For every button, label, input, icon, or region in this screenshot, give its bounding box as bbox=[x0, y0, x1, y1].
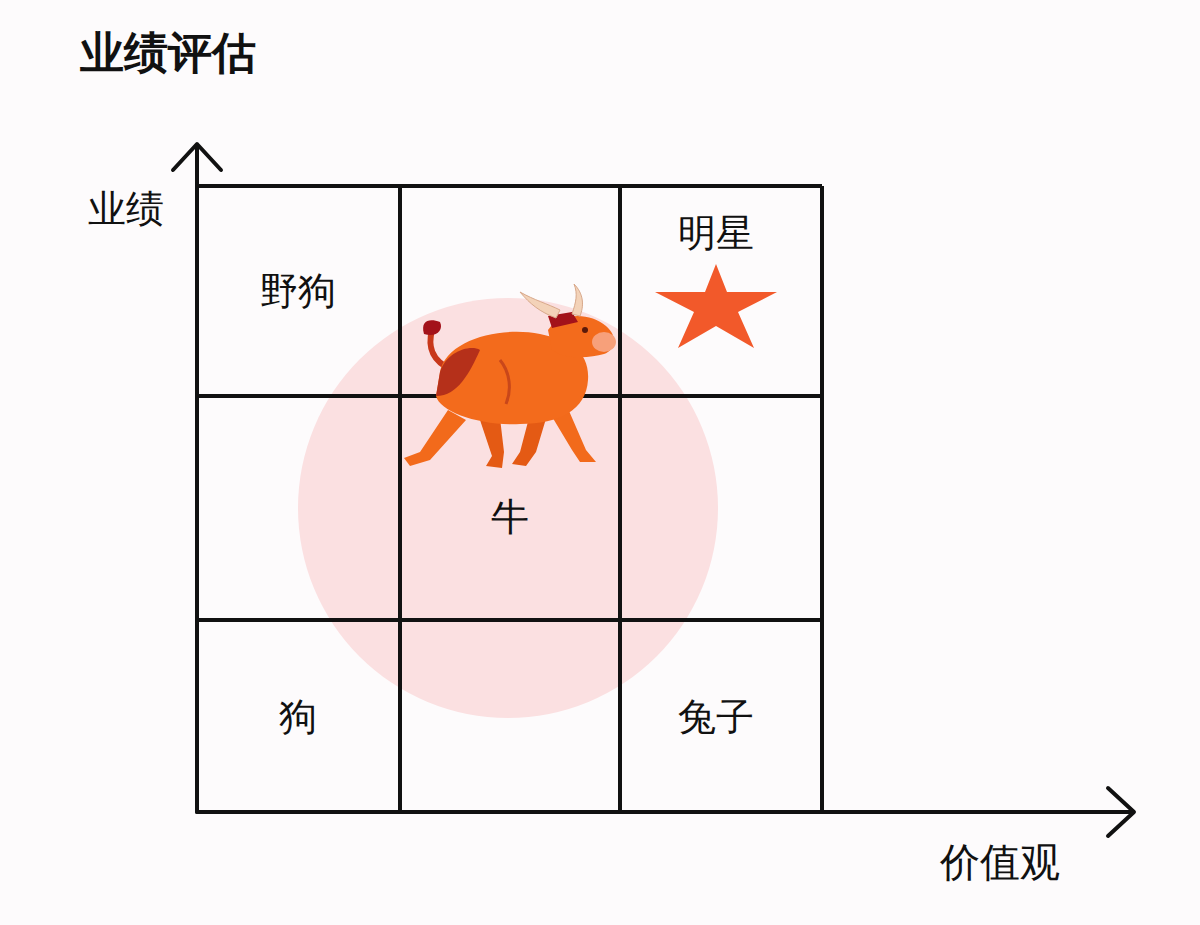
bull-illustration bbox=[404, 284, 616, 468]
matrix-cell: 野狗 bbox=[197, 186, 400, 396]
cell-label: 狗 bbox=[279, 696, 317, 740]
cell-label: 兔子 bbox=[678, 696, 754, 740]
cell-label: 野狗 bbox=[260, 270, 336, 314]
diagram-title: 业绩评估 bbox=[80, 28, 256, 79]
cell-label: 牛 bbox=[491, 496, 529, 540]
axis-label: 业绩 bbox=[88, 188, 164, 232]
matrix-cell: 牛 bbox=[400, 396, 620, 620]
highlight-circle bbox=[298, 298, 718, 718]
matrix-cell: 兔子 bbox=[620, 620, 822, 812]
grid-lines bbox=[197, 186, 822, 812]
star-icon bbox=[655, 264, 777, 348]
axes bbox=[173, 144, 1134, 836]
axis-label: 价值观 bbox=[940, 839, 1060, 885]
cell-label: 明星 bbox=[678, 212, 754, 256]
matrix-cell: 狗 bbox=[197, 620, 400, 812]
matrix-cell: 明星 bbox=[620, 186, 822, 396]
